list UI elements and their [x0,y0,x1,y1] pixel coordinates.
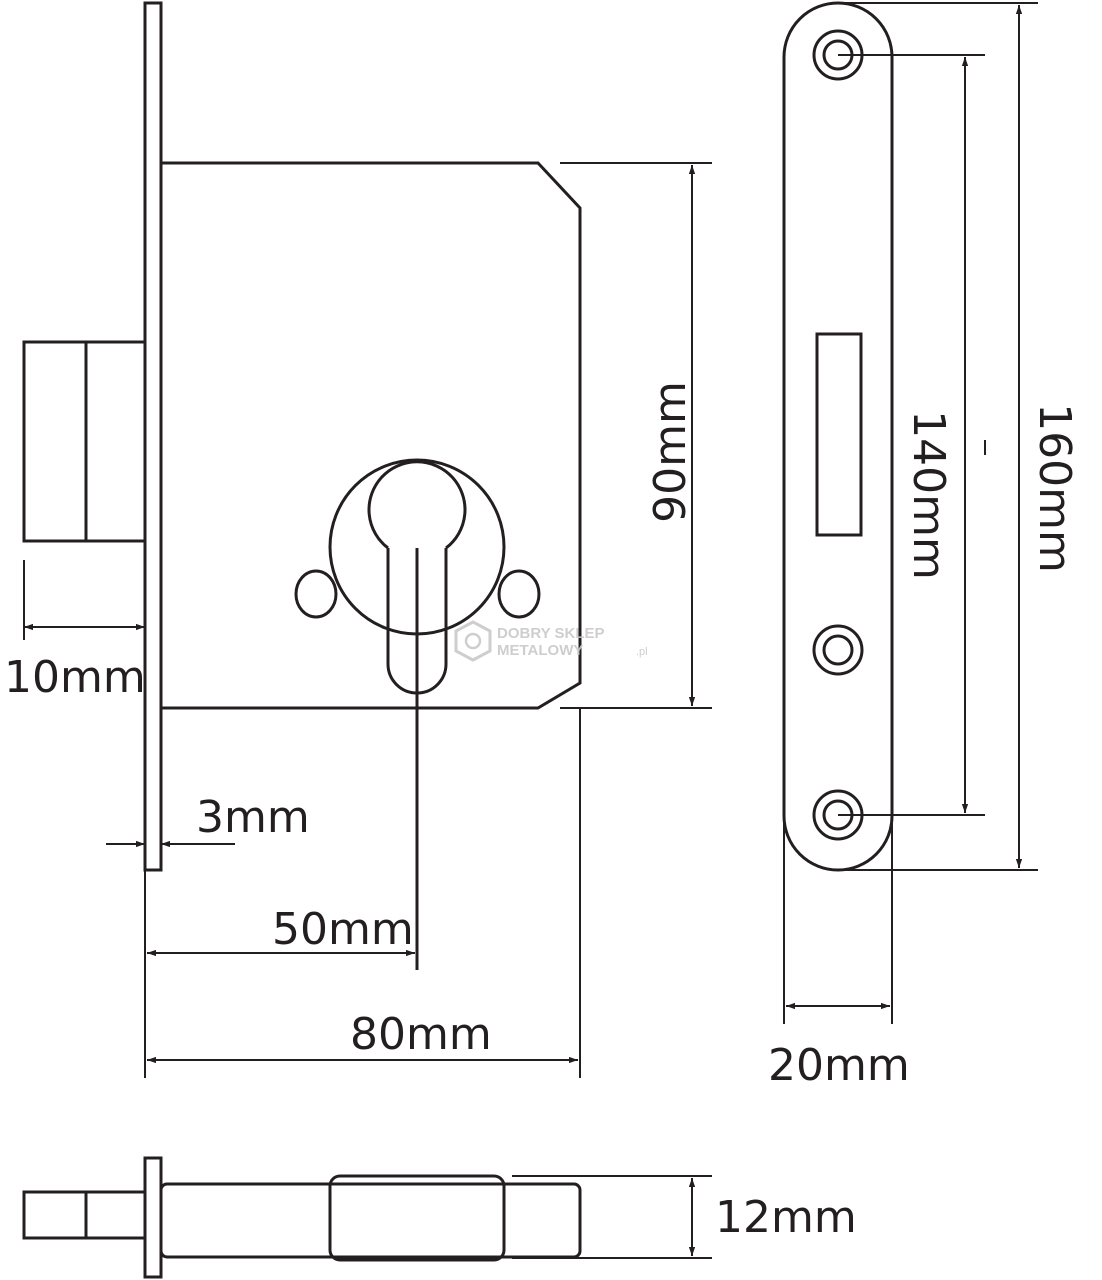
backset-label: 50mm [272,904,414,955]
dimension-20mm: 20mm [768,815,910,1091]
dimension-140mm: 140mm [838,54,985,816]
case-thickness-label: 12mm [715,1192,857,1243]
dimension-90mm: 90mm [560,162,712,709]
dimension-12mm: 12mm [512,1175,857,1259]
case-bottom [159,1182,582,1259]
latch-bolt [22,340,147,543]
front-view: 90mm 10mm 3mm 50mm 80mm [4,1,712,1078]
dimension-160mm: 160mm [838,2,1080,871]
bottom-view: 12mm [22,1156,857,1279]
forend-thickness-label: 3mm [196,792,310,843]
dimension-3mm: 3mm [106,792,310,848]
dimension-80mm: 80mm [147,708,581,1078]
latch-opening [815,332,863,537]
dimension-50mm: 50mm [144,870,415,1078]
side-view: 140mm 160mm 20mm [768,1,1080,1091]
forend-bottom [143,1156,163,1279]
dimension-10mm: 10mm [4,560,146,703]
lock-case-body [161,161,582,710]
screw-spacing-label: 140mm [903,410,954,580]
watermark-logo: DOBRY SKLEP METALOWY .pl [454,620,648,662]
hex-logo-icon [454,620,492,662]
case-depth-label: 80mm [350,1009,492,1060]
case-height-label: 90mm [645,381,696,523]
forend-projection-label: 10mm [4,652,146,703]
cylinder-hole [812,624,864,676]
watermark-line1: DOBRY SKLEP [497,625,605,642]
faceplate-height-label: 160mm [1029,403,1080,573]
faceplate [782,1,894,872]
case-bottom-inner [328,1174,506,1262]
watermark-line2: METALOWY [497,642,583,659]
watermark-suffix: .pl [636,646,648,658]
forend-plate [143,1,163,872]
faceplate-width-label: 20mm [768,1040,910,1091]
